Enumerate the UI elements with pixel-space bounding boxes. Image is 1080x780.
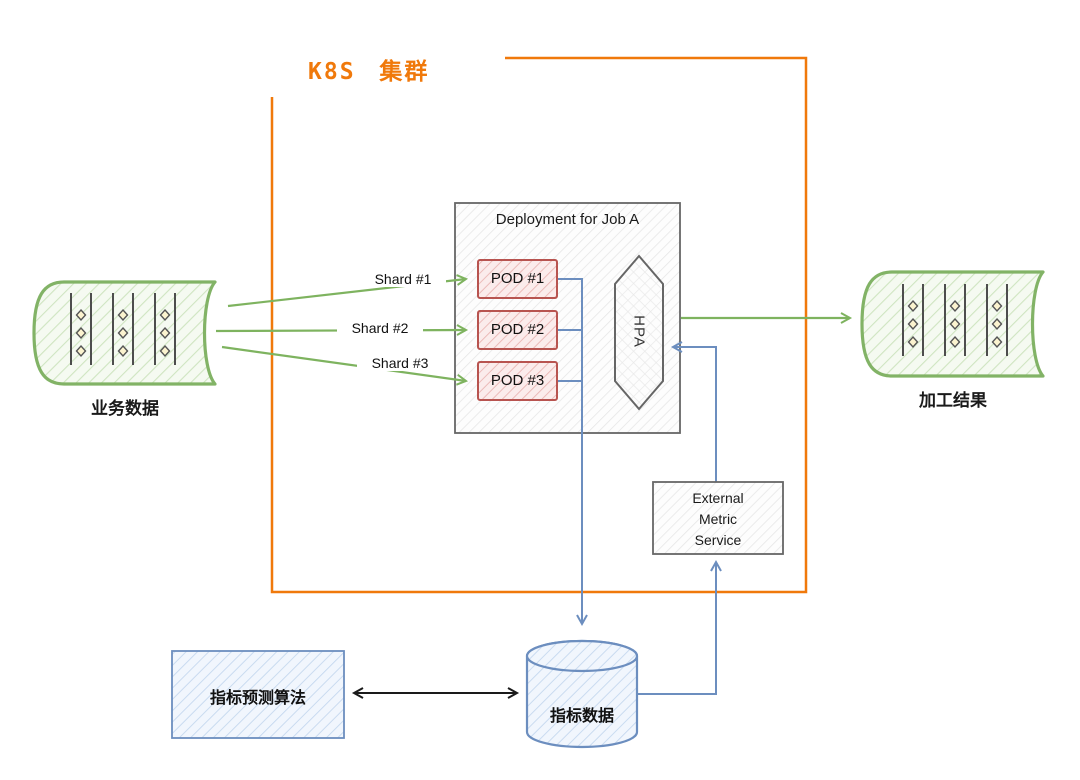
predictor-box xyxy=(171,650,345,739)
shard-2-label: Shard #2 xyxy=(337,320,423,336)
pod-2-node xyxy=(477,310,558,350)
result-queue-partitions xyxy=(902,284,1008,356)
external-metric-service-box xyxy=(652,481,784,555)
external-metric-service-label: External Metric Service xyxy=(653,488,783,551)
ems-to-hpa-link xyxy=(670,341,717,482)
k8s-cluster-border xyxy=(270,56,808,594)
pod-metrics-links xyxy=(557,278,588,627)
k8s-cluster-title: K8S 集群 xyxy=(308,59,430,85)
pod-3-label: POD #3 xyxy=(490,372,545,389)
ems-line-3: Service xyxy=(694,532,742,548)
result-queue-shape xyxy=(860,270,1045,378)
result-queue-messages xyxy=(907,299,1003,349)
hpa-label: HPA xyxy=(630,315,648,348)
pod-3-node xyxy=(477,361,558,401)
hpa-hexagon xyxy=(614,254,664,411)
deployment-title: Deployment for Job A xyxy=(495,211,640,228)
pod-1-label: POD #1 xyxy=(490,270,545,287)
metrics-to-ems-link xyxy=(637,559,722,695)
shard-3-label: Shard #3 xyxy=(357,355,443,371)
ems-line-2: Metric xyxy=(698,511,738,527)
source-queue-messages xyxy=(75,308,171,358)
pod-1-node xyxy=(477,259,558,299)
source-queue-shape xyxy=(32,280,217,386)
shard-1-label: Shard #1 xyxy=(360,271,446,287)
source-store-label: 业务数据 xyxy=(91,399,159,418)
metrics-store-label: 指标数据 xyxy=(549,708,614,725)
metrics-store-shape xyxy=(525,639,639,749)
ems-line-1: External xyxy=(692,490,744,506)
pod-2-label: POD #2 xyxy=(490,321,545,338)
result-store-label: 加工结果 xyxy=(919,391,987,410)
source-queue-partitions xyxy=(70,293,176,365)
predictor-label: 指标预测算法 xyxy=(209,690,306,707)
